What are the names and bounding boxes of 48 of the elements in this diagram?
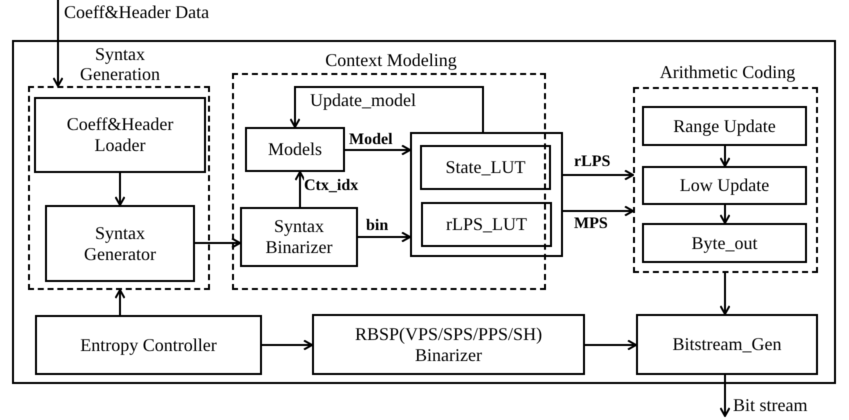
arrow	[262, 340, 313, 350]
arrow	[290, 86, 484, 132]
arrow	[195, 238, 241, 248]
arrow	[720, 273, 730, 315]
box-label: Bitstream_Gen	[672, 334, 782, 355]
arrow	[114, 173, 126, 206]
arrow	[345, 144, 411, 156]
box-label: State_LUT	[446, 157, 526, 178]
arrow	[720, 375, 730, 417]
group-heading: Arithmetic Coding	[658, 62, 796, 82]
box-label: rLPS_LUT	[446, 214, 527, 235]
box-label: Syntax Generator	[83, 222, 157, 264]
box-label: Models	[268, 139, 322, 160]
arrow	[52, 0, 64, 87]
edge-label: Bit stream	[733, 396, 808, 414]
arrow	[720, 205, 730, 224]
process-box	[34, 97, 206, 173]
edge-label: Ctx_idx	[304, 177, 358, 195]
process-box	[312, 314, 585, 375]
group-heading: Context Modeling	[324, 50, 458, 70]
box-label: Byte_out	[692, 232, 758, 254]
box-label: Coeff&Header Loader	[66, 114, 174, 156]
box-label: RBSP(VPS/SPS/PPS/SH) Binarizer	[354, 324, 544, 366]
arrow	[294, 171, 306, 207]
process-box	[642, 166, 807, 205]
box-label: Range Update	[673, 116, 776, 136]
process-box	[45, 205, 195, 282]
arrow	[563, 206, 634, 216]
process-box	[421, 202, 552, 247]
process-box	[35, 315, 262, 375]
edge-label: Update_model	[310, 91, 416, 109]
edge-label: Coeff&Header Data	[64, 3, 210, 21]
lut-group-box	[410, 132, 563, 257]
arrow	[358, 232, 411, 242]
process-box	[642, 223, 807, 263]
arrow	[114, 289, 126, 315]
arrow	[720, 146, 730, 167]
process-box	[240, 207, 358, 267]
process-box	[636, 314, 818, 375]
box-label: Syntax Binarizer	[264, 216, 334, 258]
process-box	[642, 106, 807, 146]
arrow	[585, 340, 637, 350]
box-label: Entropy Controller	[80, 334, 217, 356]
process-box	[245, 127, 345, 172]
box-label: Low Update	[680, 175, 770, 196]
process-box	[420, 145, 551, 190]
group-heading: Syntax Generation	[79, 44, 161, 84]
arrow	[563, 170, 634, 180]
